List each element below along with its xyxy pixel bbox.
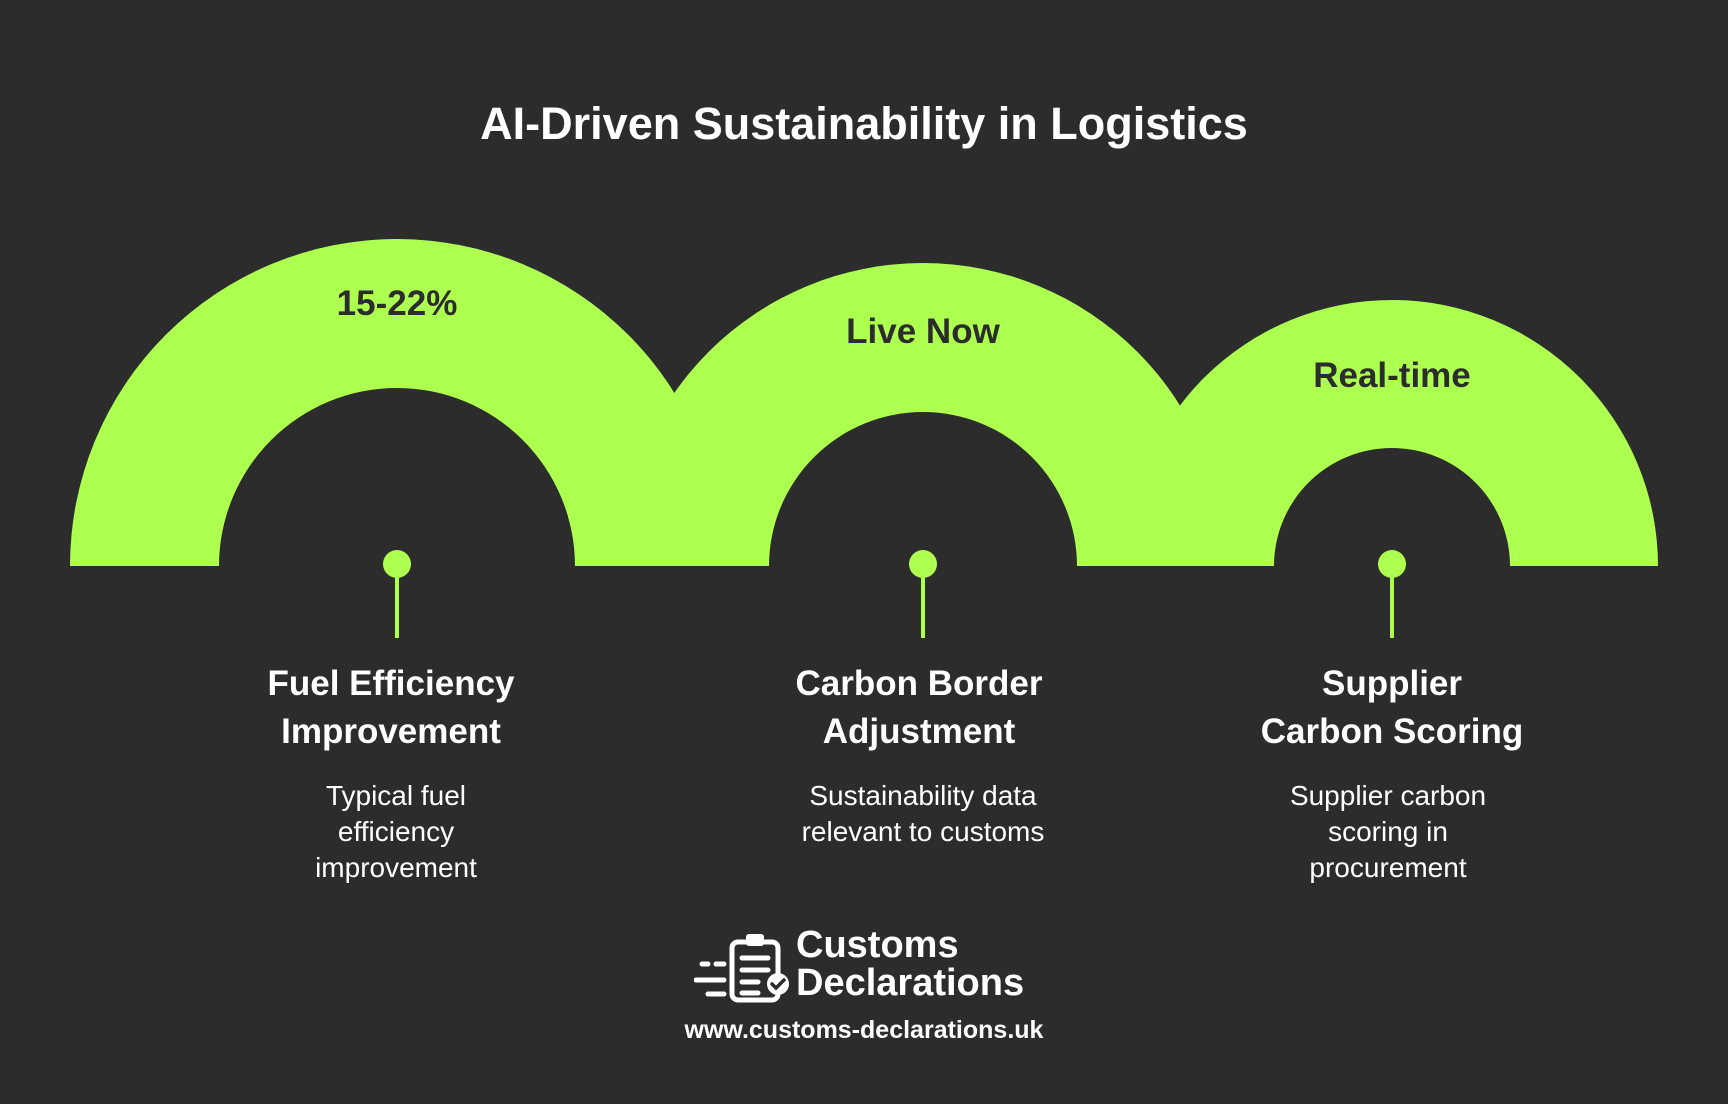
item-description: Typical fuel efficiency improvement <box>246 778 546 886</box>
arc-fuel-efficiency <box>70 239 724 566</box>
arc-supplier-scoring <box>1126 300 1658 566</box>
item-description: Sustainability data relevant to customs <box>773 778 1073 850</box>
stat-label: 15-22% <box>336 284 458 323</box>
desc-line: efficiency <box>337 816 455 847</box>
heading-line: Carbon Scoring <box>1260 712 1524 751</box>
desc-line: Typical fuel <box>325 780 467 811</box>
arc-carbon-border <box>620 263 1226 566</box>
clipboard-check-icon <box>694 934 789 1003</box>
pin-3 <box>1378 550 1406 638</box>
logo-line: Declarations <box>796 962 1025 1004</box>
website-url: www.customs-declarations.uk <box>684 1016 1044 1044</box>
item-description: Supplier carbon scoring in procurement <box>1238 778 1538 886</box>
heading-line: Carbon Border <box>795 664 1043 703</box>
desc-line: scoring in <box>1328 816 1448 847</box>
desc-line: Supplier carbon <box>1289 780 1487 811</box>
desc-line: improvement <box>315 852 477 883</box>
desc-line: procurement <box>1309 852 1467 883</box>
heading-line: Adjustment <box>822 712 1016 751</box>
pin-2 <box>909 550 937 638</box>
heading-line: Improvement <box>281 712 501 751</box>
desc-line: Sustainability data <box>809 780 1037 811</box>
pin-1 <box>383 550 411 638</box>
heading-line: Fuel Efficiency <box>267 664 515 703</box>
page-title: AI-Driven Sustainability in Logistics <box>480 98 1248 149</box>
logo-text: Customs Declarations <box>796 926 1024 1002</box>
brand-logo: Customs Declarations <box>694 926 1034 1006</box>
heading-line: Supplier <box>1321 664 1463 703</box>
stat-label: Real-time <box>1313 356 1471 395</box>
stat-label: Live Now <box>846 312 1000 351</box>
logo-line: Customs <box>796 924 959 966</box>
desc-line: relevant to customs <box>801 816 1045 847</box>
